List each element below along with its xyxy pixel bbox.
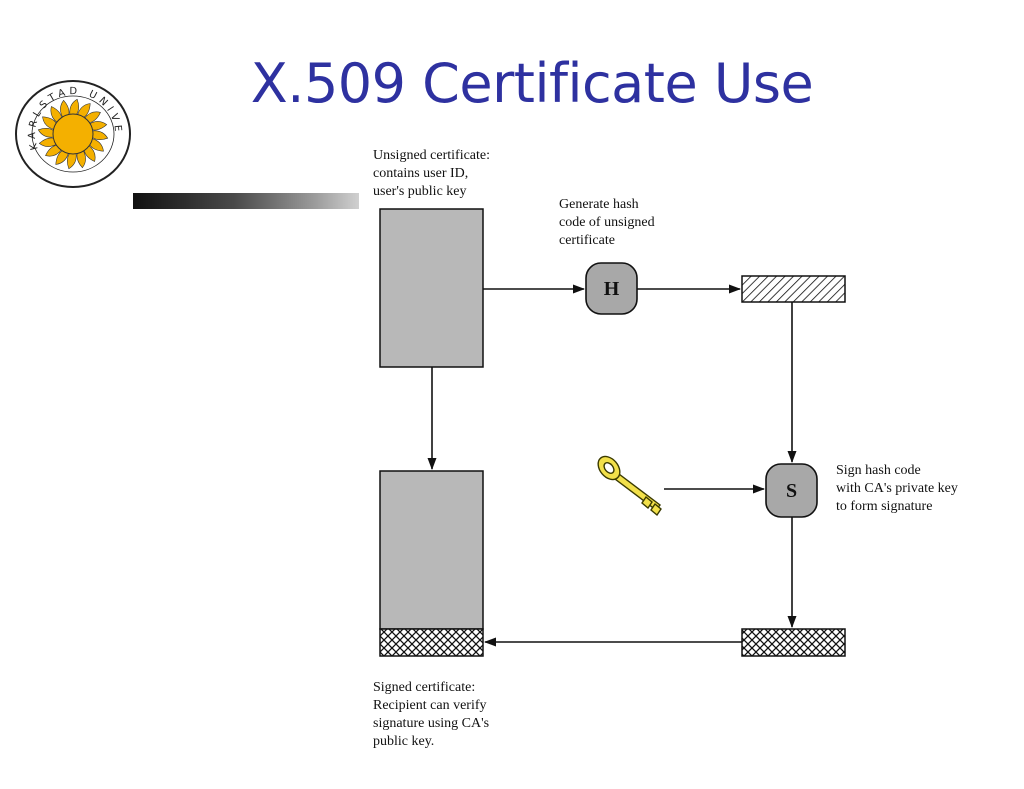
university-logo: KARLSTAD UNIVERSITY [12,77,131,188]
title-underline-bar [133,193,359,209]
hash-node-label: H [604,278,620,300]
sign-node-label: S [786,480,797,502]
caption-line: certificate [559,233,615,248]
slide-title: X.509 Certificate Use [250,52,814,115]
caption-line: Recipient can verify [373,698,487,713]
hash-step-caption: Generate hash code of unsigned certifica… [559,196,655,250]
hash-node: H [585,262,638,315]
caption-line: public key. [373,734,435,749]
caption-line: code of unsigned [559,215,655,230]
signed-certificate-box [379,470,484,630]
caption-line: signature using CA's [373,716,490,731]
caption-line: to form signature [836,499,933,514]
sign-step-caption: Sign hash code with CA's private key to … [836,462,958,516]
sun-icon [52,113,94,155]
caption-line: with CA's private key [836,481,958,496]
unsigned-certificate-box [379,208,484,368]
sun-rays-icon [37,98,109,170]
caption-line: Sign hash code [836,463,921,478]
sun-ray-icon [37,98,109,170]
signed-certificate-signature [379,628,484,657]
signature-bar [741,628,846,657]
unsigned-certificate-caption: Unsigned certificate: contains user ID, … [373,147,490,201]
key-icon [597,455,662,517]
signed-certificate-caption: Signed certificate: Recipient can verify… [373,679,489,751]
caption-line: Signed certificate: [373,680,476,695]
sign-node: S [765,463,818,518]
caption-line: user's public key [373,184,467,199]
caption-line: Generate hash [559,197,639,212]
caption-line: Unsigned certificate: [373,148,491,163]
hash-code-bar [741,275,846,303]
caption-line: contains user ID, [373,166,469,181]
